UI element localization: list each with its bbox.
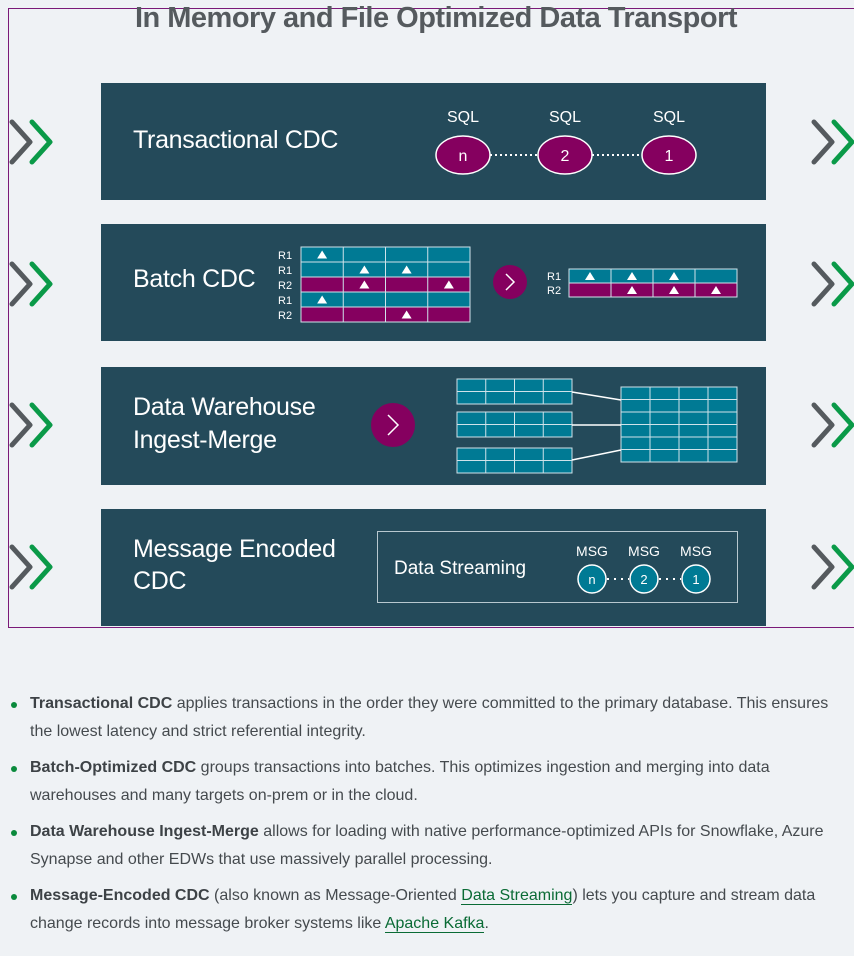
apache-kafka-link[interactable]: Apache Kafka bbox=[384, 915, 485, 933]
msg-node-label: 1 bbox=[692, 572, 699, 587]
double-chevron-left-icon bbox=[9, 402, 33, 448]
row-label: R1 bbox=[278, 265, 292, 277]
row-label: R2 bbox=[278, 280, 292, 292]
data-streaming-label: Data Streaming bbox=[394, 558, 526, 579]
row-label: R1 bbox=[278, 295, 292, 307]
panel-title: Batch CDC bbox=[133, 265, 256, 293]
panel-title: Transactional CDC bbox=[133, 126, 339, 154]
double-chevron-right-icon bbox=[831, 402, 854, 448]
list-item: Batch-Optimized CDC groups transactions … bbox=[0, 754, 854, 810]
merge-line bbox=[571, 449, 622, 461]
item-term: Message-Encoded CDC bbox=[30, 887, 210, 904]
change-marker-icon bbox=[627, 272, 637, 280]
diagram-title: In Memory and File Optimized Data Transp… bbox=[134, 2, 738, 34]
double-chevron-right-icon bbox=[811, 544, 835, 590]
row-label: R1 bbox=[278, 250, 292, 262]
panel-title-line1: Message Encoded bbox=[133, 535, 336, 563]
double-chevron-right-icon bbox=[811, 119, 835, 165]
data-streaming-link[interactable]: Data Streaming bbox=[461, 887, 573, 905]
double-chevron-left-icon bbox=[9, 544, 33, 590]
sql-node bbox=[641, 135, 697, 175]
double-chevron-right-icon bbox=[811, 261, 835, 307]
double-chevron-right-icon bbox=[831, 261, 854, 307]
change-marker-icon bbox=[317, 250, 328, 259]
list-item: Message-Encoded CDC (also known as Messa… bbox=[0, 882, 854, 938]
change-marker-icon bbox=[711, 286, 721, 294]
double-chevron-left-icon bbox=[29, 402, 53, 448]
sql-label: SQL bbox=[447, 109, 479, 126]
arrow-circle bbox=[371, 403, 415, 447]
panel-title-line2: Ingest-Merge bbox=[133, 426, 277, 454]
item-text: allows for loading with native performan… bbox=[30, 823, 824, 868]
msg-node-label: 2 bbox=[640, 572, 647, 587]
diagram-frame bbox=[8, 8, 854, 628]
double-chevron-left-icon bbox=[9, 119, 33, 165]
double-chevron-right-icon bbox=[831, 119, 854, 165]
item-term: Batch-Optimized CDC bbox=[30, 759, 197, 776]
double-chevron-left-icon bbox=[9, 261, 33, 307]
double-chevron-right-icon bbox=[811, 402, 835, 448]
list-item: Transactional CDC applies transactions i… bbox=[0, 690, 854, 746]
msg-label: MSG bbox=[576, 543, 608, 559]
item-text: ) lets you capture and stream data chang… bbox=[30, 887, 816, 932]
sql-label: SQL bbox=[549, 109, 581, 126]
sql-node-label: 2 bbox=[561, 148, 570, 165]
change-marker-icon bbox=[669, 272, 679, 280]
panel-message-encoded-cdc: Message Encoded CDC bbox=[101, 509, 766, 626]
sql-node-label: 1 bbox=[665, 148, 674, 165]
double-chevron-left-icon bbox=[29, 544, 53, 590]
item-term: Data Warehouse Ingest-Merge bbox=[30, 823, 259, 840]
item-text: groups transactions into batches. This o… bbox=[30, 759, 770, 804]
double-chevron-left-icon bbox=[29, 261, 53, 307]
item-text: applies transactions in the order they w… bbox=[30, 695, 829, 740]
sql-node bbox=[435, 135, 491, 175]
msg-label: MSG bbox=[680, 543, 712, 559]
row-label: R2 bbox=[547, 285, 561, 297]
change-marker-icon bbox=[669, 286, 679, 294]
item-text: . bbox=[484, 915, 489, 932]
row-label: R2 bbox=[278, 310, 292, 322]
merge-line bbox=[571, 391, 622, 401]
sql-node-label: n bbox=[459, 148, 468, 165]
msg-node bbox=[577, 564, 607, 594]
arrow-circle bbox=[493, 265, 527, 299]
change-marker-icon bbox=[359, 280, 370, 289]
item-text: (also known as Message-Oriented bbox=[209, 887, 462, 904]
panel-title-line2: CDC bbox=[133, 567, 187, 595]
msg-node-label: n bbox=[588, 572, 595, 587]
change-marker-icon bbox=[317, 295, 328, 304]
change-marker-icon bbox=[401, 310, 412, 319]
data-streaming-box bbox=[377, 531, 738, 603]
change-marker-icon bbox=[627, 286, 637, 294]
sql-node bbox=[537, 135, 593, 175]
change-marker-icon bbox=[401, 265, 412, 274]
feature-list: Transactional CDC applies transactions i… bbox=[0, 690, 854, 946]
change-marker-icon bbox=[359, 265, 370, 274]
panel-title-line1: Data Warehouse bbox=[133, 393, 316, 421]
double-chevron-right-icon bbox=[831, 544, 854, 590]
msg-node bbox=[629, 564, 659, 594]
change-marker-icon bbox=[443, 280, 454, 289]
list-item: Data Warehouse Ingest-Merge allows for l… bbox=[0, 818, 854, 874]
row-label: R1 bbox=[547, 271, 561, 283]
change-marker-icon bbox=[585, 272, 595, 280]
chevron-right-icon bbox=[387, 414, 400, 436]
item-term: Transactional CDC bbox=[30, 695, 173, 712]
msg-node bbox=[681, 564, 711, 594]
chevron-right-icon bbox=[505, 273, 516, 291]
double-chevron-left-icon bbox=[29, 119, 53, 165]
sql-label: SQL bbox=[653, 109, 685, 126]
msg-label: MSG bbox=[628, 543, 660, 559]
